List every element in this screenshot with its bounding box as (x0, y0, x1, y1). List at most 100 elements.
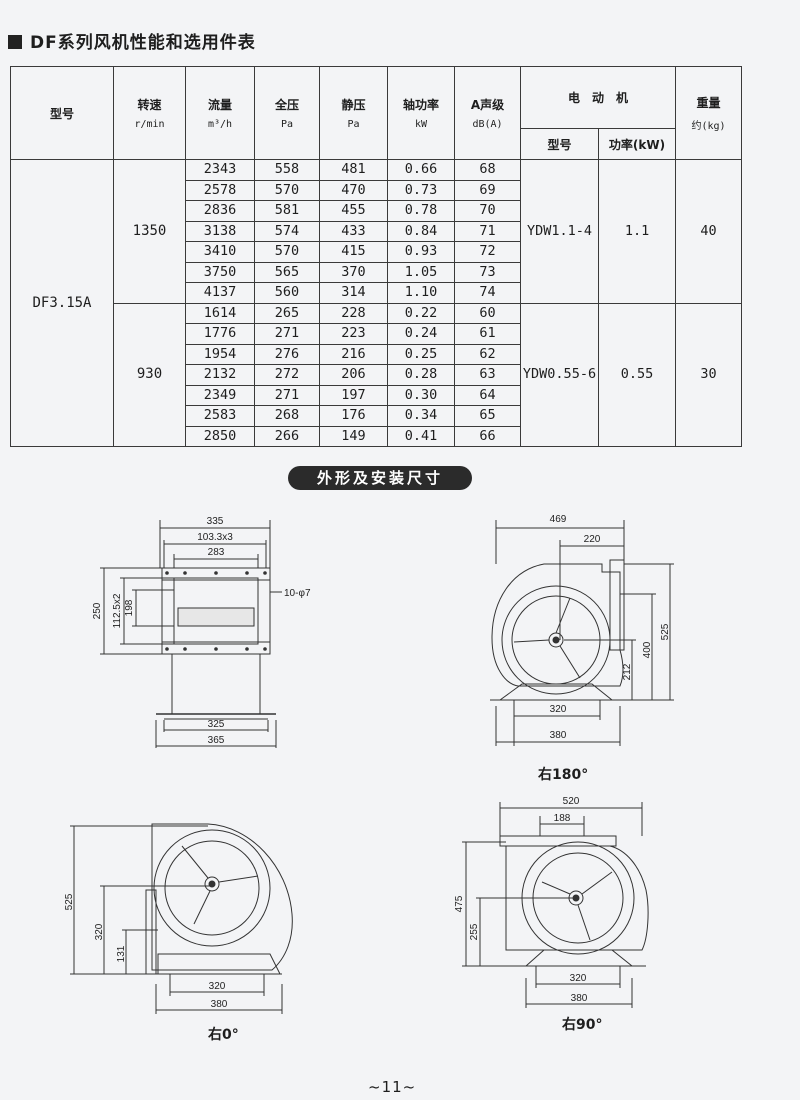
flow-cell: 3750 (185, 261, 255, 283)
static-pressure-cell: 176 (319, 405, 388, 427)
shaft-power-cell: 0.41 (387, 425, 455, 447)
weight-cell: 30 (675, 302, 743, 447)
motor-power-cell: 1.1 (597, 159, 677, 304)
dim-525: 525 (660, 623, 671, 640)
flow-cell: 2578 (185, 179, 255, 201)
flow-cell: 2349 (185, 384, 255, 406)
static-pressure-cell: 433 (319, 220, 388, 242)
dim-520: 520 (563, 796, 580, 807)
r90-top-outlet (499, 835, 617, 847)
dim-112-5x2: 112.5x2 (112, 593, 123, 628)
total-pressure-cell: 570 (254, 241, 320, 263)
static-pressure-cell: 223 (319, 323, 388, 345)
dim-365: 365 (208, 735, 225, 746)
shaft-power-cell: 0.66 (387, 159, 455, 181)
noise-cell: 73 (454, 261, 521, 283)
static-pressure-cell: 149 (319, 425, 388, 447)
r90-view-drawing: 520 188 475 255 320 380 (454, 796, 649, 1008)
total-pressure-cell: 266 (254, 425, 320, 447)
dim-220: 220 (584, 534, 601, 545)
flow-cell: 1614 (185, 302, 255, 324)
noise-cell: 72 (454, 241, 521, 263)
shaft-power-cell: 0.30 (387, 384, 455, 406)
dim-380: 380 (550, 730, 567, 741)
noise-cell: 65 (454, 405, 521, 427)
flow-cell: 2850 (185, 425, 255, 447)
dim-131: 131 (116, 945, 127, 962)
dim-188: 188 (554, 813, 571, 824)
dim-325: 325 (208, 719, 225, 730)
caption-r180: 右180° (538, 767, 589, 783)
total-pressure-cell: 581 (254, 200, 320, 222)
r0-view-drawing: 525 320 131 320 380 (64, 823, 293, 1014)
noise-cell: 71 (454, 220, 521, 242)
noise-cell: 60 (454, 302, 521, 324)
r90-volute-shape (505, 845, 649, 951)
front-outlet-rect (177, 607, 255, 627)
total-pressure-cell: 271 (254, 384, 320, 406)
page-title: DF系列风机性能和选用件表 (8, 28, 256, 53)
weight-cell: 40 (675, 159, 743, 304)
noise-cell: 61 (454, 323, 521, 345)
dim-holes: 10-φ7 (284, 588, 311, 599)
static-pressure-cell: 470 (319, 179, 388, 201)
section-title: 外形及安装尺寸 (288, 466, 472, 490)
shaft-power-cell: 0.28 (387, 364, 455, 386)
static-pressure-cell: 228 (319, 302, 388, 324)
noise-cell: 66 (454, 425, 521, 447)
dim-380: 380 (571, 993, 588, 1004)
dim-469: 469 (550, 514, 567, 525)
total-pressure-cell: 570 (254, 179, 320, 201)
motor-model-cell: YDW1.1-4 (520, 159, 599, 304)
page-number: ~11~ (368, 1078, 417, 1096)
dim-320: 320 (570, 973, 587, 984)
caption-r90: 右90° (562, 1017, 603, 1033)
shaft-power-cell: 0.78 (387, 200, 455, 222)
total-pressure-cell: 560 (254, 282, 320, 304)
r0-volute-shape (151, 823, 293, 971)
static-pressure-cell: 370 (319, 261, 388, 283)
flow-cell: 4137 (185, 282, 255, 304)
static-pressure-cell: 197 (319, 384, 388, 406)
dim-400: 400 (642, 641, 653, 658)
motor-model-cell: YDW0.55-6 (520, 302, 599, 447)
shaft-power-cell: 0.34 (387, 405, 455, 427)
dim-198: 198 (124, 599, 135, 616)
speed-cell: 930 (113, 302, 186, 447)
flow-cell: 2836 (185, 200, 255, 222)
dim-320-vertical: 320 (94, 923, 105, 940)
flow-cell: 3410 (185, 241, 255, 263)
total-pressure-cell: 271 (254, 323, 320, 345)
header-motor-model: 型号 (520, 128, 599, 160)
flow-cell: 3138 (185, 220, 255, 242)
static-pressure-cell: 314 (319, 282, 388, 304)
noise-cell: 68 (454, 159, 521, 181)
dim-283: 283 (208, 547, 225, 558)
shaft-power-cell: 0.73 (387, 179, 455, 201)
dim-250: 250 (92, 602, 103, 619)
static-pressure-cell: 415 (319, 241, 388, 263)
flow-cell: 1776 (185, 323, 255, 345)
total-pressure-cell: 265 (254, 302, 320, 324)
model-cell: DF3.15A (10, 159, 114, 447)
static-pressure-cell: 455 (319, 200, 388, 222)
dim-103-3x3: 103.3x3 (197, 532, 233, 543)
shaft-power-cell: 0.84 (387, 220, 455, 242)
header-weight: 重量约(kg) (675, 66, 743, 160)
dim-212: 212 (622, 663, 633, 680)
